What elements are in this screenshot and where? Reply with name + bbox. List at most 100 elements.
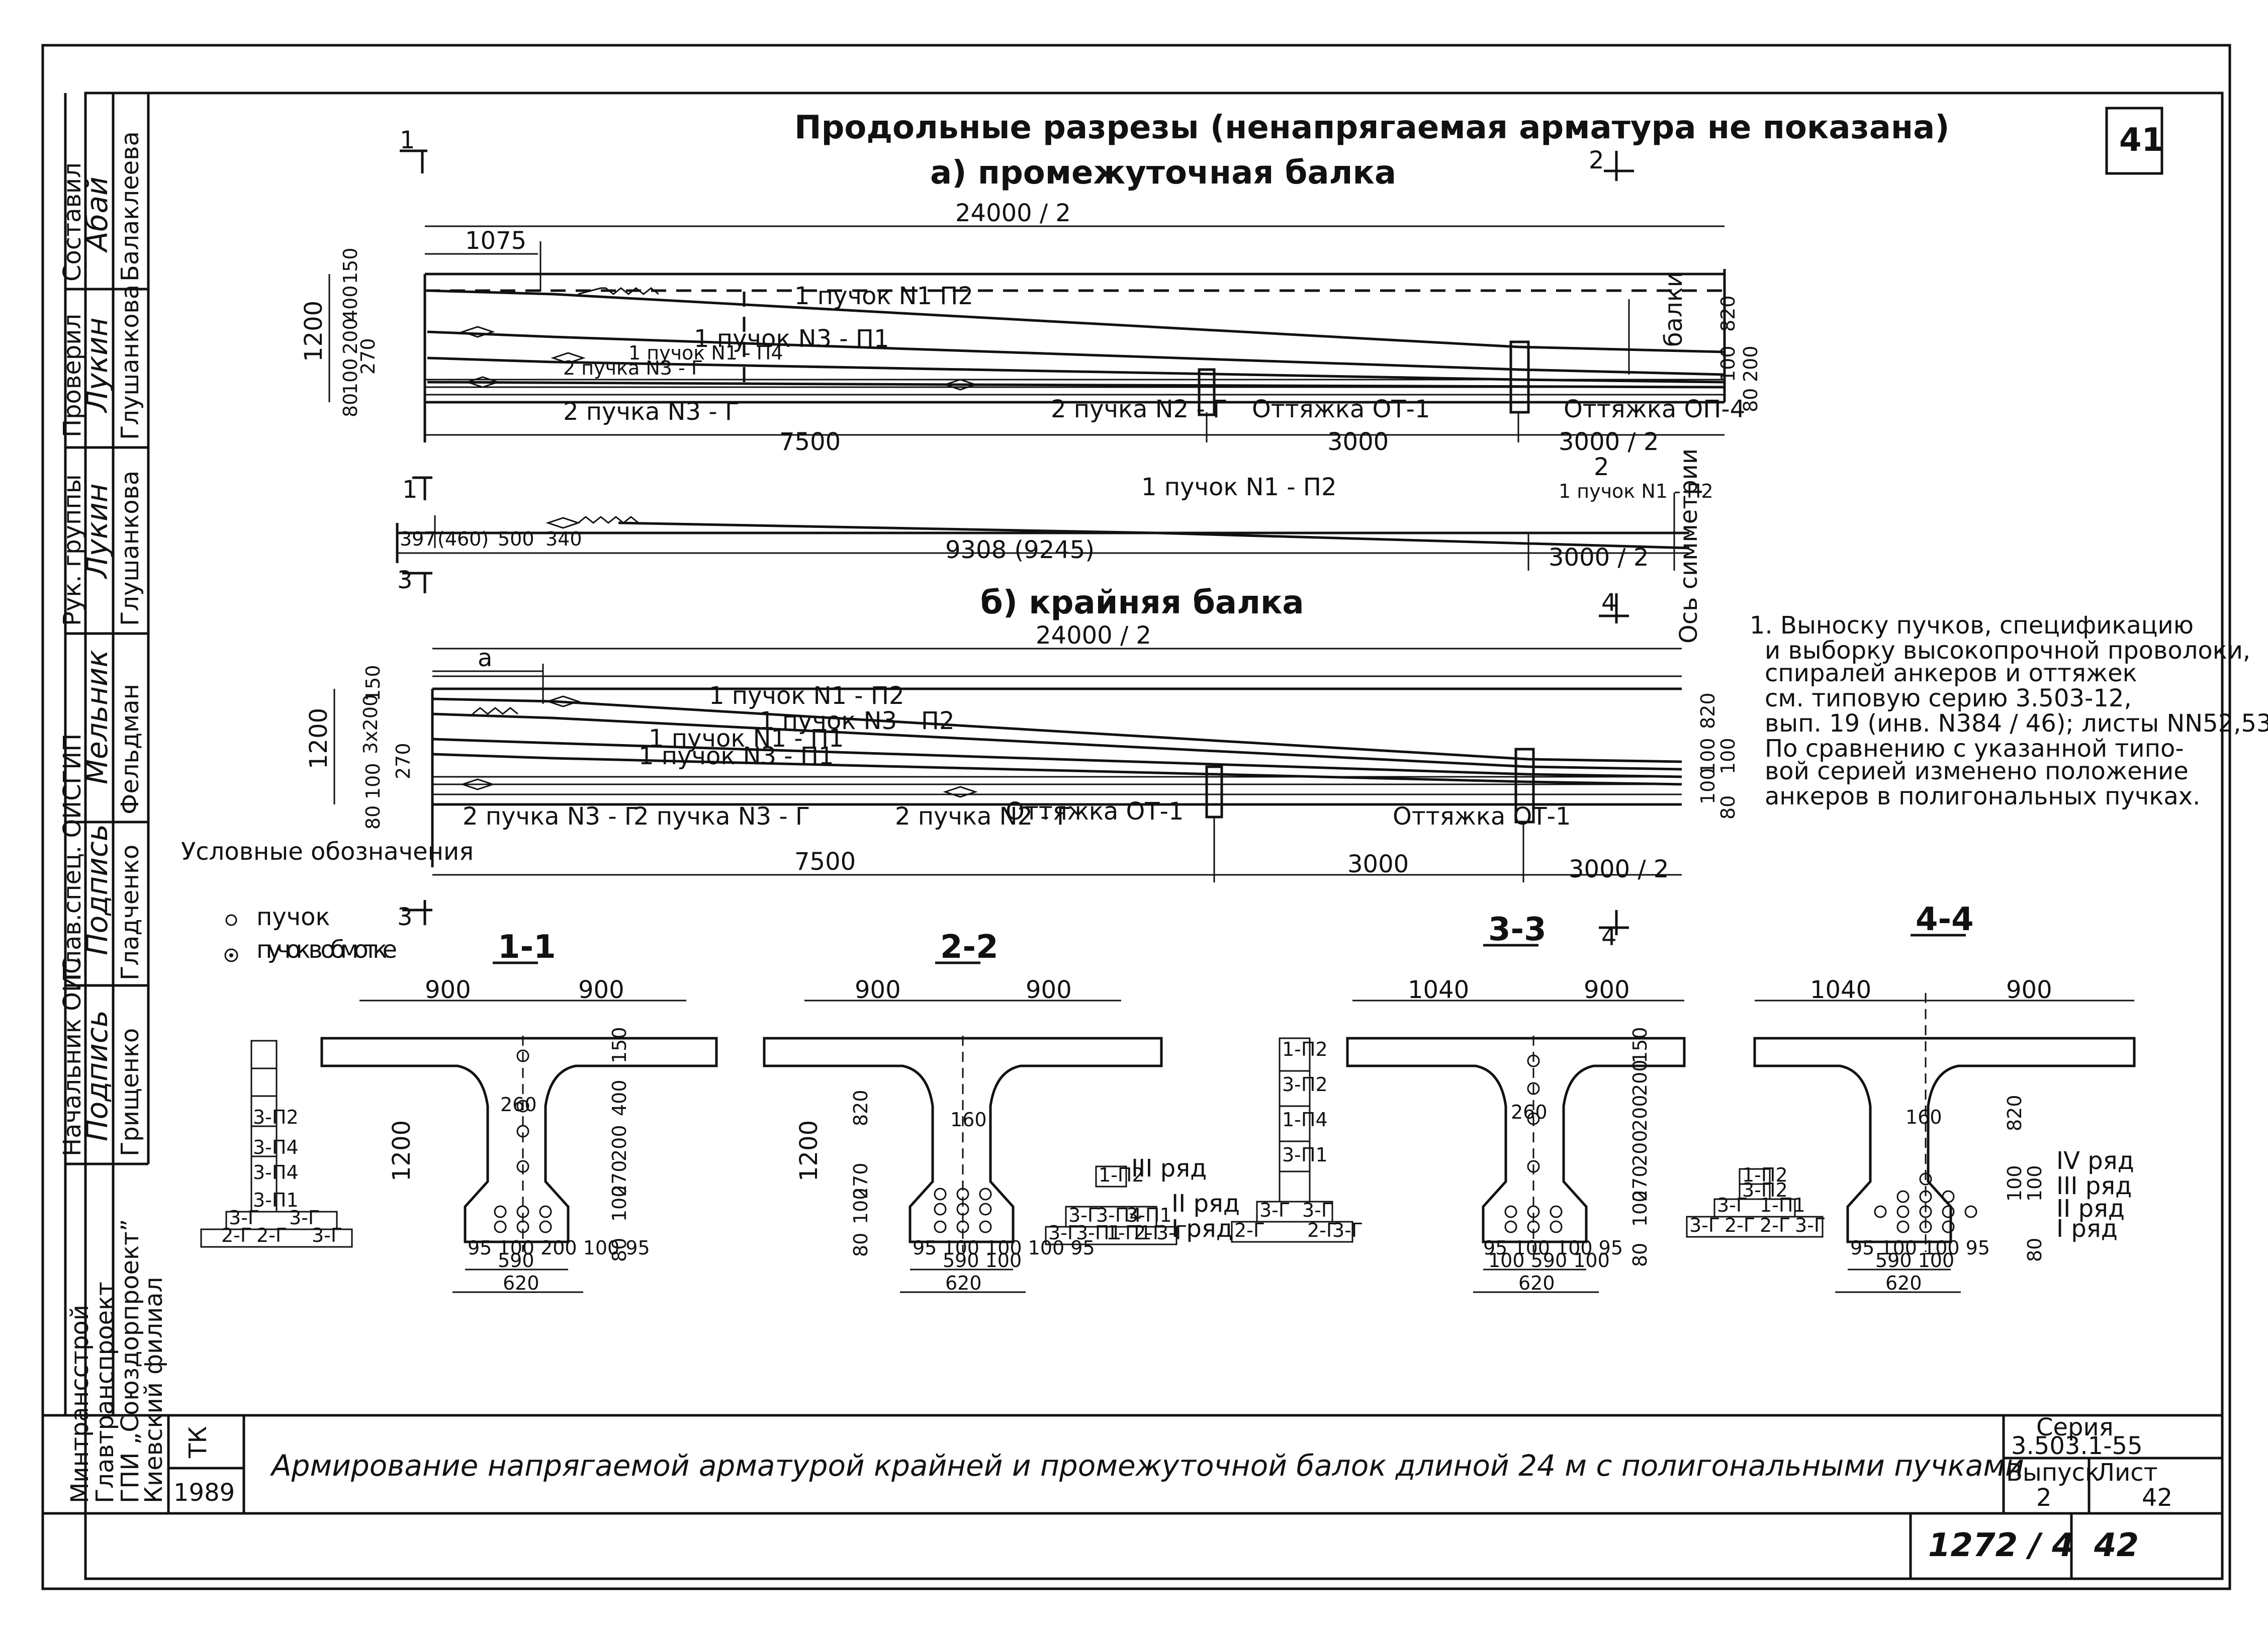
axis-of-symmetry: Ось симметрии: [1675, 448, 1703, 644]
section-1-v4: 270: [608, 1160, 630, 1197]
bundle-symbol-icon: [225, 914, 237, 926]
section-4-b620: 620: [1885, 1272, 1922, 1294]
legend-item-2: пучок в обмотке: [256, 936, 397, 964]
inv-number: 1272 / 4: [1928, 1527, 2074, 1564]
section-4-v2: 100: [2004, 1165, 2026, 1202]
section-1-b590: 590: [498, 1249, 534, 1272]
section-2-b620: 620: [945, 1272, 982, 1294]
section-1-title: 1-1: [498, 929, 556, 966]
beam-b-bracing-2: Оттяжка ОТ-1: [1393, 802, 1571, 831]
detail-half: 3000 / 2: [1549, 544, 1649, 572]
scheme-3-c2: 3-П2: [1282, 1073, 1328, 1096]
subtitle-b: б) крайняя балка: [980, 584, 1304, 621]
beam-b-bundle-5: 2 пучка N3 - Г: [463, 802, 639, 831]
beam-a-labels: 24000 / 2 1075 1200 1 пучок N1 П2 1 пучо…: [300, 199, 1762, 456]
scheme-4-c2: 3-П2: [1742, 1179, 1788, 1201]
section-4-b590: 590 100: [1875, 1249, 1954, 1272]
beam-a-bundle-2: 1 пучок N3 - П1: [694, 325, 889, 353]
section-2-b590: 590 100: [943, 1249, 1022, 1272]
scheme-3: 1-П2 3-П2 1-П4 3-П1 3-Г 3-Г 2-Г 2-Г 3-Г: [1231, 1037, 1363, 1243]
sheet-label: Лист: [2097, 1459, 2158, 1487]
section-3-v6: 100: [1629, 1190, 1651, 1227]
cut-mark-1b: 1: [402, 476, 418, 504]
role-proveril: Проверил: [58, 314, 86, 437]
cut-mark-4b: 4: [1601, 923, 1617, 951]
beam-a-ldim-1: 150: [339, 247, 361, 284]
series-label: Серия: [2036, 1413, 2114, 1441]
beam-a-bundle-3: 1 пучок N1 - П4: [628, 342, 783, 364]
section-1-v1: 150: [608, 1027, 630, 1063]
series-value: 3.503.1-55: [2011, 1432, 2143, 1460]
signature-6: Подпись: [80, 1010, 114, 1141]
scheme-1-c8: 2-Г: [256, 1224, 287, 1246]
beam-b-h1200: 1200: [305, 708, 333, 769]
section-1-top-1: 900: [425, 976, 471, 1004]
note-line-6: По сравнению с указанной типо-: [1765, 735, 2184, 763]
beam-b-a: а: [478, 644, 492, 672]
note-block: 1. Выноску пучков, спецификацию и выборк…: [1750, 611, 2268, 810]
section-3-v2: 200: [1629, 1059, 1651, 1096]
scheme-2-c7: 1-П1: [1106, 1222, 1152, 1244]
note-line-5: вып. 19 (инв. N384 / 46); листы NN52,53.: [1765, 709, 2268, 738]
section-1-h: 1200: [388, 1120, 416, 1182]
scheme-2-c1: 1-П2: [1099, 1164, 1144, 1186]
drawing-title: Армирование напрягаемой арматурой крайне…: [269, 1449, 2024, 1483]
beam-a-d1075: 1075: [465, 227, 526, 255]
scheme-4-c4: 1-П1: [1760, 1194, 1805, 1216]
note-line-7: вой серией изменено положение: [1765, 757, 2189, 785]
section-4-v1: 820: [2004, 1095, 2026, 1131]
section-3-3: 3-3 1040 900 260 150 200 200 200 270 100…: [1346, 911, 1686, 1294]
stamp-tk: ТК: [184, 1426, 212, 1459]
section-1-1: 1-1 900 900 1200 260 150 400 200 270 100…: [320, 929, 718, 1294]
note-line-4: см. типовую серию 3.503-12,: [1765, 684, 2132, 712]
beam-b-overall: 24000 / 2: [1036, 621, 1151, 650]
cut-mark-3a: 3: [397, 566, 413, 594]
scheme-2: 1-П2 3-Г 3-П4 3-П1 3-Г 3-П1 1-П1 2-Г 3-Г: [1045, 1164, 1187, 1245]
detail-dim-3: 500: [498, 528, 534, 550]
section-3-v4: 200: [1629, 1130, 1651, 1166]
note-line-1: 1. Выноску пучков, спецификацию: [1750, 611, 2194, 640]
signature-2: Лукин: [80, 317, 114, 413]
page-number: 42: [2094, 1527, 2139, 1564]
beam-a-balki: балки: [1660, 272, 1688, 347]
beam-b-span-1: 7500: [794, 848, 856, 876]
stamp-year: 1989: [173, 1479, 235, 1507]
scheme-1-c4: 3-П1: [253, 1189, 299, 1211]
legend-title: Условные обозначения: [181, 838, 474, 866]
scheme-2-c9: 3-Г: [1156, 1222, 1187, 1244]
beam-b-rdim-2: 100: [1697, 738, 1719, 774]
cut-mark-4a: 4: [1601, 589, 1617, 617]
scheme-4-c3: 3-Г: [1717, 1194, 1748, 1216]
beam-b-bundle-7: 2 пучка N2 - Г: [895, 802, 1071, 831]
scheme-1-c2: 3-П4: [253, 1136, 299, 1158]
beam-b-h3x200: 3x200: [359, 694, 382, 754]
sheet-value: 42: [2142, 1484, 2172, 1512]
name-3: Глушанкова: [116, 471, 144, 626]
beam-b-elevation: [333, 648, 1682, 882]
scheme-3-c6: 3-Г: [1302, 1199, 1333, 1221]
beam-a-elevation: [328, 225, 1726, 442]
name-6: Грищенко: [116, 1028, 144, 1156]
beam-b-ldim-1: 150: [362, 665, 384, 701]
beam-b-span-2: 3000: [1347, 850, 1409, 878]
beam-b-ldim-2: 270: [392, 743, 414, 779]
section-4-row-3: III ряд: [2056, 1172, 2132, 1200]
scheme-1-c1: 3-П2: [253, 1106, 299, 1128]
section-4-web: 160: [1906, 1106, 1942, 1128]
bundle-detail: [396, 493, 1690, 571]
beam-a-span-1: 7500: [779, 428, 841, 456]
scheme-2-c4: 3-П1: [1126, 1204, 1172, 1226]
approval-names: Балаклеева Глушанкова Глушанкова Фельдма…: [116, 131, 144, 1156]
section-4-title: 4-4: [1916, 901, 1974, 938]
scheme-3-c9: 3-Г: [1332, 1219, 1363, 1241]
organization: Минтрансстрой Главтранспроект ГПИ „Союзд…: [66, 1219, 168, 1503]
scheme-1-c7: 2-Г: [221, 1224, 252, 1246]
beam-b-bundle-3: 1 пучок N1 - П1: [649, 725, 844, 753]
scheme-3-c7: 2-Г: [1234, 1219, 1265, 1241]
section-3-web: 260: [1511, 1101, 1548, 1123]
scheme-4-c1: 1-П2: [1742, 1164, 1788, 1186]
scheme-1-c6: 3-Г: [289, 1207, 320, 1229]
section-2-v3: 100: [850, 1188, 872, 1224]
scheme-2-c3: 3-П4: [1096, 1204, 1142, 1226]
section-3-v5: 270: [1629, 1165, 1651, 1202]
